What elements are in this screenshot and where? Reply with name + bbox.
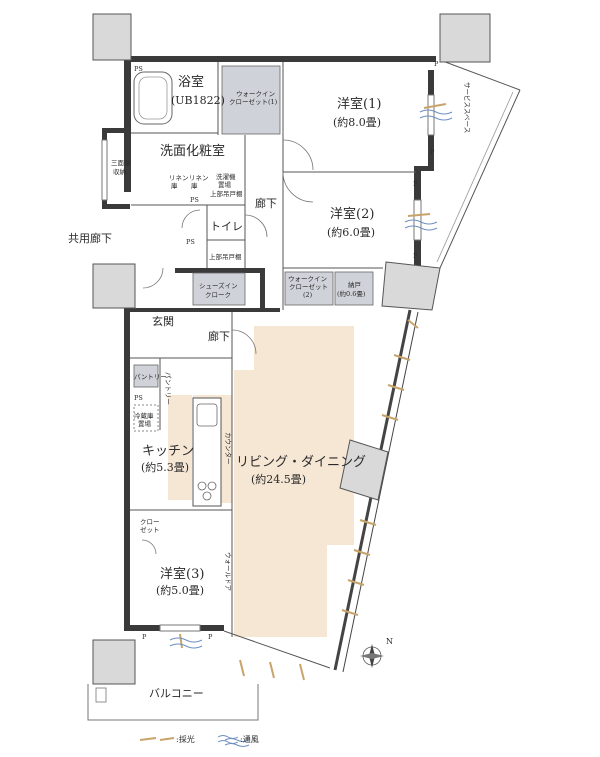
western1-size: (約8.0畳) — [333, 115, 381, 129]
pantry-side-label: パントリー — [164, 372, 172, 405]
washer-label: 洗濯機 — [216, 172, 236, 181]
closet-blocks — [133, 65, 374, 388]
door-swings — [141, 139, 314, 555]
shoes-cloak-label: シューズイン — [199, 281, 238, 290]
kitchen-counter — [192, 397, 222, 507]
living-label: リビング・ダイニング — [236, 455, 366, 470]
western3-label: 洋室(3) — [160, 566, 204, 582]
p-label-3: P — [413, 180, 418, 188]
pantry-block — [133, 364, 159, 388]
p-label-4: P — [413, 252, 418, 260]
p-label-1: P — [434, 60, 439, 68]
hall1-label: 廊下 — [255, 196, 277, 210]
structural-columns — [92, 13, 491, 685]
wall-door-label: ウォールドア — [224, 552, 232, 592]
legend: :採光 :通風 — [159, 734, 259, 744]
wic1-block — [221, 65, 281, 135]
linen2-label-b: 庫 — [191, 181, 198, 190]
balcony-label: バルコニー — [149, 687, 204, 700]
fridge-label: 冷蔵庫 — [134, 411, 154, 420]
linen-label: リネン — [169, 174, 189, 182]
p-label-2: P — [430, 148, 435, 156]
storage-label: 三面鏡 — [111, 158, 131, 167]
fridge-space — [133, 404, 159, 432]
closet-label: クロー — [140, 518, 160, 526]
western1-label: 洋室(1) — [337, 96, 381, 112]
legend-wind-label: :通風 — [240, 734, 259, 744]
bath-unit-label: (UB1822) — [171, 94, 225, 107]
shoes-cloak-block — [192, 272, 246, 306]
compass-north: N — [386, 637, 393, 646]
kitchen-size: (約5.3畳) — [141, 460, 189, 474]
wind-markers — [169, 109, 453, 747]
common-corridor-label: 共用廊下 — [68, 231, 112, 245]
hall2-label: 廊下 — [208, 329, 230, 343]
stove-icon — [207, 481, 217, 491]
upper-shelf2-label: 上部吊戸棚 — [209, 252, 242, 261]
legend-light-label: :採光 — [176, 734, 195, 744]
storage-label-b: 収納 — [113, 167, 126, 176]
room-labels: 浴室 (UB1822) ウォークイン クローゼット(1) 洋室(1) (約8.0… — [68, 60, 439, 700]
ps-label-1: PS — [134, 65, 143, 73]
washroom-label: 洗面化粧室 — [160, 143, 225, 159]
windows — [101, 94, 435, 632]
kitchen-label: キッチン — [142, 444, 194, 459]
light-legend-icon — [159, 737, 175, 741]
wic1-label-b: クローゼット(1) — [229, 97, 278, 106]
ps-label-3: PS — [186, 238, 195, 246]
counter-label: カウンター — [224, 432, 233, 465]
living-size: (約24.5畳) — [251, 472, 306, 486]
closet-label-b: ゼット — [140, 525, 160, 534]
balcony-outline — [87, 684, 259, 721]
compass-icon: N — [360, 637, 393, 668]
linen-label-b: 庫 — [171, 181, 178, 190]
wic1-label: ウォークイン — [236, 90, 275, 98]
wic2-label-b: クローゼット — [289, 282, 328, 291]
entrance-label: 玄関 — [152, 314, 174, 328]
ps-label-2: PS — [190, 196, 199, 204]
diagonal-facade — [333, 59, 521, 673]
interior-partitions — [130, 62, 416, 669]
bath-label: 浴室 — [178, 74, 204, 90]
sink-icon — [196, 403, 218, 427]
service-space-label: サービススペース — [463, 82, 472, 133]
shoes-cloak-label-b: クローク — [205, 291, 231, 299]
sunlight-markers — [139, 103, 447, 741]
western2-size: (約6.0畳) — [327, 225, 375, 239]
wind-legend-icon — [217, 735, 239, 739]
toilet-label: トイレ — [210, 220, 243, 233]
stove-icon — [202, 491, 212, 501]
stove-icon — [197, 481, 207, 491]
wic2-block — [284, 271, 334, 306]
nando-block — [334, 271, 374, 306]
fridge-label-b: 置場 — [138, 419, 152, 428]
western3-size: (約5.0畳) — [156, 583, 204, 597]
upper-shelf1-label: 上部吊戸棚 — [210, 189, 243, 198]
pantry-label: パントリー — [134, 373, 167, 381]
p-label-5: P — [142, 633, 147, 641]
linen2-label: リネン — [189, 174, 209, 182]
wic2-label-c: (2) — [303, 291, 313, 299]
nando-size: (約0.6畳) — [337, 289, 366, 298]
wic2-label: ウォークイン — [288, 275, 327, 283]
ps-label-4: PS — [134, 394, 143, 402]
washer-label-b: 置場 — [218, 180, 232, 189]
western2-label: 洋室(2) — [330, 206, 374, 222]
p-label-6: P — [208, 633, 213, 641]
bathtub-icon — [133, 71, 173, 125]
nando-label: 納戸 — [348, 280, 362, 289]
